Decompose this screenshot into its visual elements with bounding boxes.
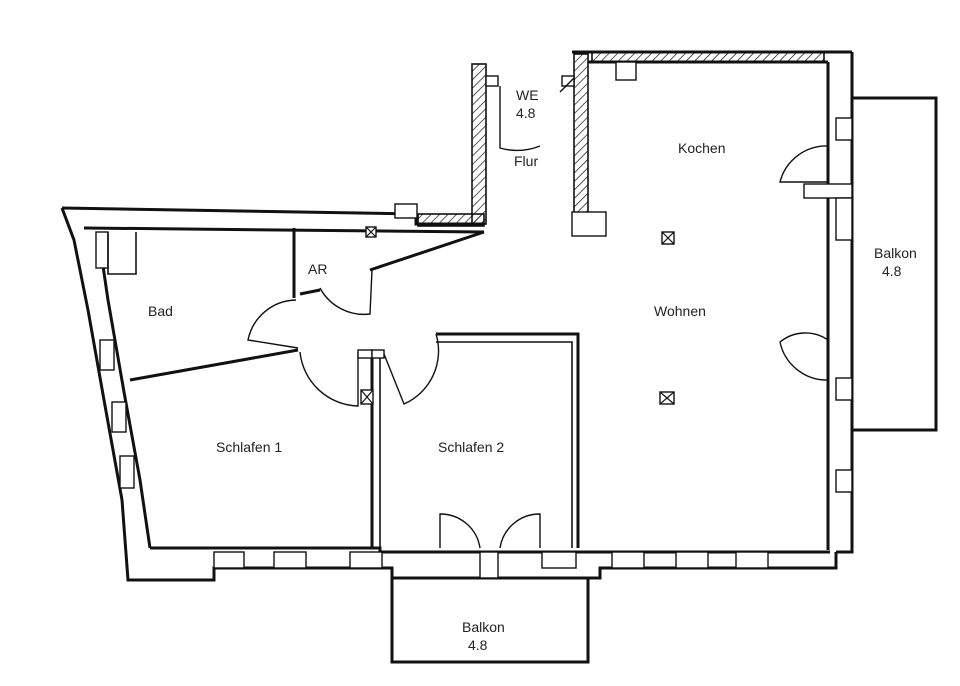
kitchen-pier: [615, 61, 637, 81]
left-pier-1: [95, 231, 109, 269]
vent-marker-flur-x2: [365, 226, 377, 238]
vent-marker-schlafen-x2: [360, 389, 374, 405]
door-post-left: [357, 349, 373, 359]
door-post-right: [371, 349, 385, 359]
vent-marker-living-x2: [659, 391, 675, 405]
bad-schlafen-wall: [129, 348, 299, 382]
left-wall-outer: [60, 207, 214, 582]
label-we: WE: [516, 87, 539, 103]
room-labels: WE 4.8 Flur Kochen Wohnen AR Bad Schlafe…: [148, 87, 917, 653]
corridor-wall-right: [573, 53, 589, 215]
vent-markers: [360, 226, 675, 405]
bottom-pier-2: [273, 551, 307, 569]
ar-door: [319, 269, 373, 316]
corridor-wall-left: [471, 63, 487, 225]
ar-wall-diagonal-2: [369, 230, 485, 272]
we-door: [499, 86, 541, 152]
label-ar: AR: [308, 261, 327, 277]
schlafen2-wall-inner: [436, 341, 573, 548]
schlafen2-wall: [436, 332, 580, 548]
left-wall-inner: [96, 231, 152, 549]
label-schlafen1: Schlafen 1: [216, 439, 282, 455]
bottom-pier-3: [349, 551, 383, 569]
exterior-walls: [60, 50, 854, 582]
balcony-bottom-outline: [390, 578, 590, 664]
label-bad: Bad: [148, 303, 173, 319]
we-door-right: [559, 77, 575, 93]
schlafen1-door: [299, 351, 359, 407]
left-pier-2: [99, 339, 115, 371]
label-we-value: 4.8: [516, 105, 536, 121]
bottom-pier-1: [213, 551, 245, 569]
bad-door: [247, 299, 299, 349]
bottom-pier-7: [675, 551, 709, 569]
label-schlafen2: Schlafen 2: [438, 439, 504, 455]
corridor-post-left: [485, 75, 499, 87]
label-wohnen: Wohnen: [654, 303, 706, 319]
bottom-pier-4: [479, 551, 499, 579]
right-pier-2: [803, 183, 853, 199]
ar-wall-diagonal: [299, 288, 321, 296]
wall-pillar: [394, 203, 418, 219]
label-balkon-right: Balkon: [874, 245, 917, 261]
bottom-pier-6: [611, 551, 645, 569]
label-kochen: Kochen: [678, 140, 725, 156]
bottom-wall-inner: [150, 546, 830, 554]
right-pier-4: [835, 377, 853, 401]
balconies: [390, 96, 938, 664]
right-pier-5: [835, 469, 853, 493]
doors: [247, 77, 829, 549]
kitchen-balcony-door: [779, 145, 829, 183]
schlafen2-door: [383, 333, 440, 405]
bottom-pier-5: [541, 551, 577, 569]
left-pier-3: [111, 401, 127, 433]
balcony-door-left: [439, 513, 481, 549]
wall-hatch-top-right: [591, 51, 825, 63]
label-balkon-right-value: 4.8: [882, 263, 902, 279]
corridor-wall-cap: [571, 211, 607, 237]
vent-marker-kitchen-x2: [661, 231, 675, 245]
left-pier-4: [119, 455, 135, 489]
balcony-right-outline: [852, 96, 938, 432]
bath-fixture: [107, 232, 137, 275]
label-flur: Flur: [514, 153, 538, 169]
living-balcony-door: [779, 332, 829, 381]
right-pier-3: [835, 197, 853, 241]
interior-walls: [107, 53, 607, 548]
label-balkon-bottom-value: 4.8: [468, 637, 488, 653]
right-pier-1: [835, 117, 853, 141]
corridor-post-right: [561, 75, 575, 87]
top-wall-left-inner: [83, 226, 485, 234]
balcony-door-right: [499, 513, 541, 549]
bottom-pier-8: [735, 551, 769, 569]
label-balkon-bottom: Balkon: [462, 619, 505, 635]
